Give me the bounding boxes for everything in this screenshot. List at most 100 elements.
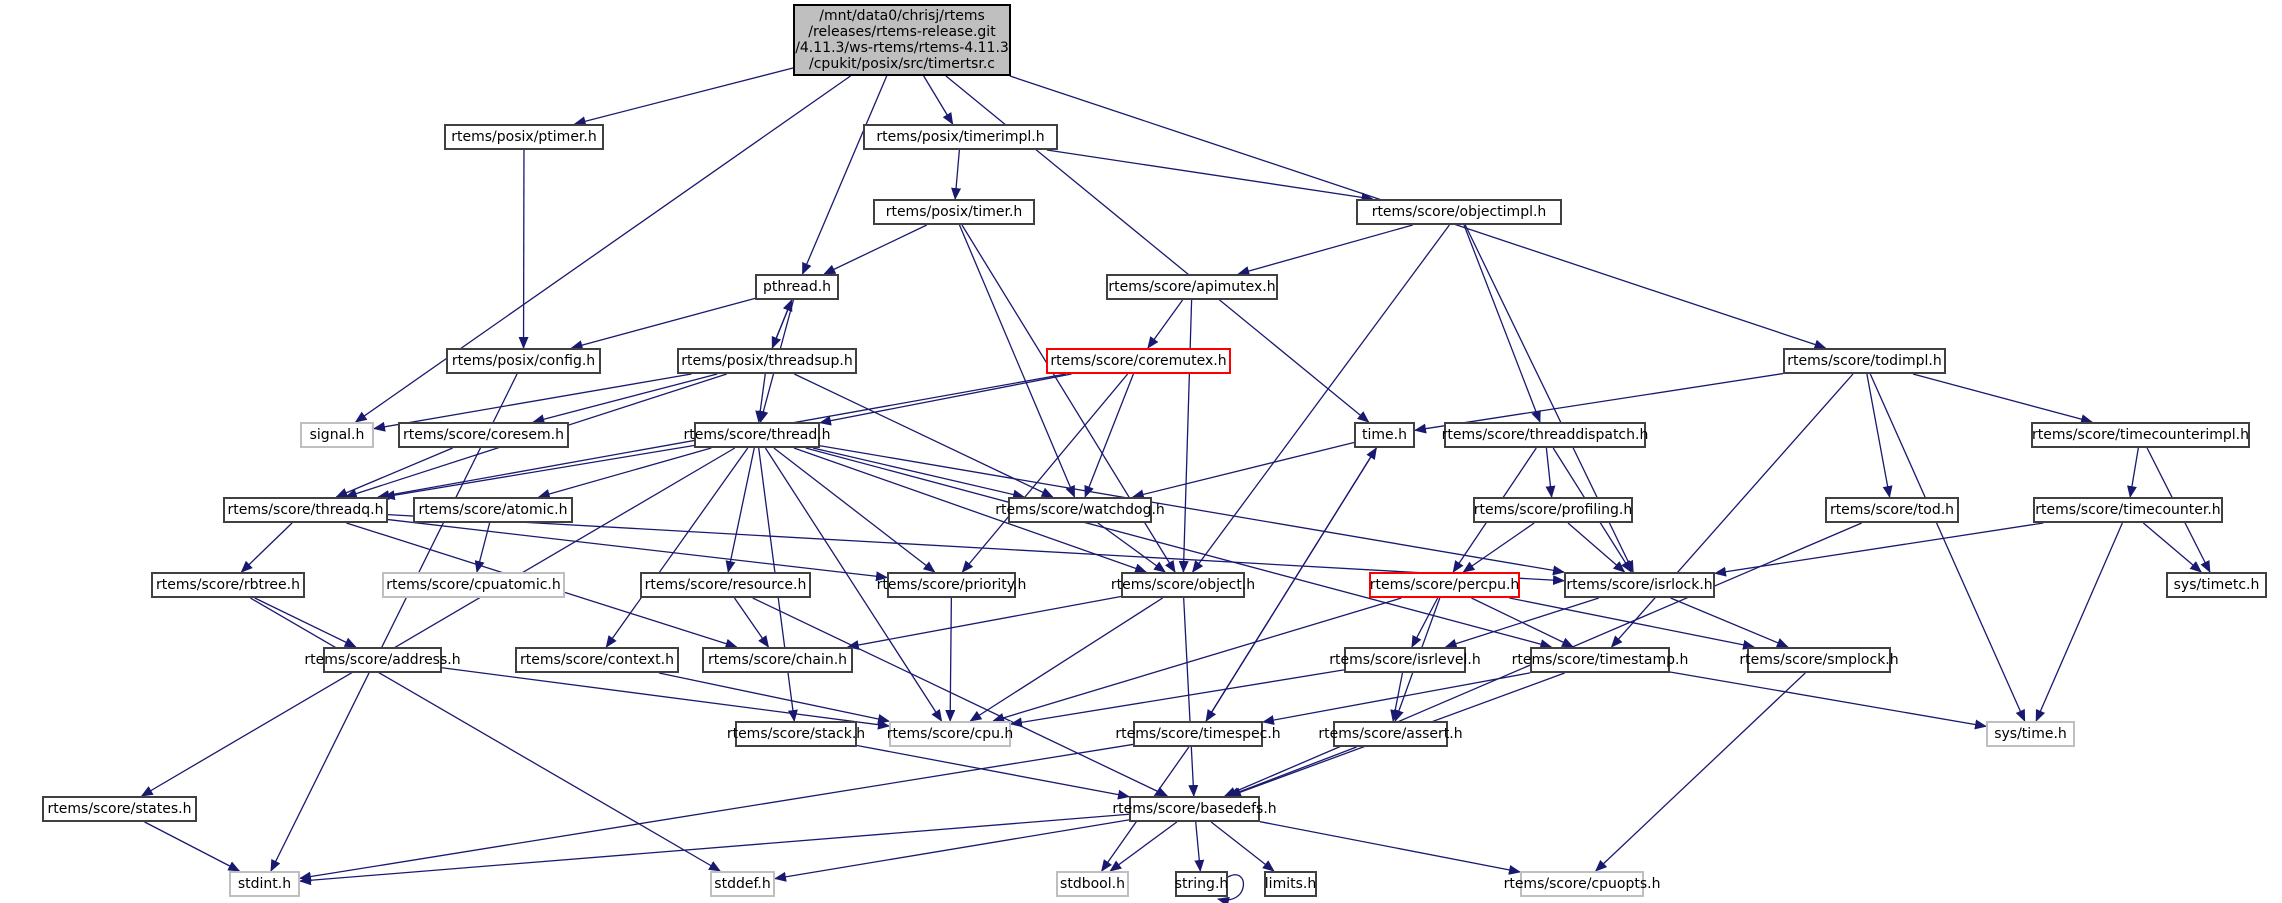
edge-todimpl-to-systime xyxy=(1869,373,2026,722)
edge-timerimpl-to-objectimpl xyxy=(1046,149,1374,203)
node-tod[interactable]: rtems/score/tod.h xyxy=(1825,497,1959,523)
node-threadq[interactable]: rtems/score/threadq.h xyxy=(223,497,388,523)
edge-thread-to-watchdog xyxy=(812,447,1025,500)
node-signal[interactable]: signal.h xyxy=(300,422,374,448)
edge-config-to-stdint xyxy=(270,373,518,872)
edge-thread-to-resource xyxy=(725,447,755,573)
edge-threadsup-to-coresem xyxy=(532,373,718,425)
node-thread[interactable]: rtems/score/thread.h xyxy=(683,422,831,448)
node-atomic[interactable]: rtems/score/atomic.h xyxy=(413,497,573,523)
edge-stack-to-basedefs xyxy=(856,744,1130,800)
node-apimutex[interactable]: rtems/score/apimutex.h xyxy=(1106,274,1278,300)
edge-rbtree-to-address xyxy=(254,597,357,648)
node-stringh[interactable]: string.h xyxy=(1175,871,1228,897)
edge-thread-to-priority xyxy=(773,447,936,573)
node-coresem[interactable]: rtems/score/coresem.h xyxy=(398,422,569,448)
root-path-line: /releases/rtems-release.git xyxy=(808,24,996,40)
node-threadsup[interactable]: rtems/posix/threadsup.h xyxy=(677,348,857,374)
node-rbtree[interactable]: rtems/score/rbtree.h xyxy=(151,572,305,598)
edge-profiling-to-isrlock xyxy=(1567,522,1626,573)
edge-address-to-cpu xyxy=(441,667,890,730)
edge-basedefs-to-limits xyxy=(1210,821,1275,872)
node-timerimpl[interactable]: rtems/posix/timerimpl.h xyxy=(863,124,1058,150)
node-stdint[interactable]: stdint.h xyxy=(229,871,300,897)
node-percpu[interactable]: rtems/score/percpu.h xyxy=(1369,572,1520,598)
node-basedefs[interactable]: rtems/score/basedefs.h xyxy=(1112,796,1277,822)
node-priority[interactable]: rtems/score/priority.h xyxy=(877,572,1026,598)
root-path-line: /4.11.3/ws-rtems/rtems-4.11.3 xyxy=(795,40,1009,56)
edge-thread-to-atomic xyxy=(537,447,712,499)
node-todimpl[interactable]: rtems/score/todimpl.h xyxy=(1783,348,1946,374)
edge-timer-to-object xyxy=(961,224,1176,573)
node-timeh[interactable]: time.h xyxy=(1354,422,1415,448)
edge-todimpl-to-timecounterimpl xyxy=(1912,373,2093,424)
edge-percpu-to-smplock xyxy=(1509,597,1756,650)
edge-timespec-to-timeh xyxy=(1205,447,1377,722)
edge-threadsup-to-watchdog xyxy=(794,373,1054,498)
node-pthread[interactable]: pthread.h xyxy=(755,274,839,300)
edge-object-to-cpu xyxy=(969,597,1164,722)
edge-timestamp-to-systime xyxy=(1669,671,1987,730)
edge-thread-to-cpu xyxy=(764,447,943,722)
edge-context-to-cpu xyxy=(658,672,890,724)
node-assert[interactable]: rtems/score/assert.h xyxy=(1318,721,1463,747)
node-timecounterimpl[interactable]: rtems/score/timecounterimpl.h xyxy=(2031,422,2250,448)
edge-basedefs-to-stdint xyxy=(299,813,1130,886)
node-address[interactable]: rtems/score/address.h xyxy=(304,647,461,673)
node-timestamp[interactable]: rtems/score/timestamp.h xyxy=(1512,647,1688,673)
node-isrlock[interactable]: rtems/score/isrlock.h xyxy=(1564,572,1715,598)
node-resource[interactable]: rtems/score/resource.h xyxy=(640,572,811,598)
edge-watchdog-to-object xyxy=(1097,522,1166,573)
edge-resource-to-basedefs xyxy=(752,597,1169,797)
node-context[interactable]: rtems/score/context.h xyxy=(515,647,679,673)
node-stdbool[interactable]: stdbool.h xyxy=(1056,871,1129,897)
edge-thread-to-threadq xyxy=(382,444,695,501)
edge-isrlock-to-isrlevel xyxy=(1444,597,1600,649)
node-stack[interactable]: rtems/score/stack.h xyxy=(727,721,865,747)
edge-timecounter-to-isrlock xyxy=(1714,522,2044,577)
node-cpuopts[interactable]: rtems/score/cpuopts.h xyxy=(1504,871,1660,897)
node-threaddispatch[interactable]: rtems/score/threaddispatch.h xyxy=(1442,422,1648,448)
edge-assert-to-basedefs xyxy=(1227,746,1357,797)
node-object[interactable]: rtems/score/object.h xyxy=(1111,572,1255,598)
node-config[interactable]: rtems/posix/config.h xyxy=(446,348,601,374)
edge-coresem-to-threadq xyxy=(335,447,453,498)
edge-timespec-to-stdint xyxy=(299,743,1134,882)
node-profiling[interactable]: rtems/score/profiling.h xyxy=(1473,497,1633,523)
edge-objectimpl-to-isrlock xyxy=(1464,224,1634,573)
node-timer[interactable]: rtems/posix/timer.h xyxy=(873,199,1035,225)
node-states[interactable]: rtems/score/states.h xyxy=(42,796,197,822)
node-smplock[interactable]: rtems/score/smplock.h xyxy=(1739,647,1899,673)
edge-threadsup-to-thread xyxy=(755,373,766,423)
node-cpu[interactable]: rtems/score/cpu.h xyxy=(887,721,1013,747)
edge-timecounterimpl-to-timecounter xyxy=(2127,447,2139,498)
node-chain[interactable]: rtems/score/chain.h xyxy=(702,647,853,673)
node-coremutex[interactable]: rtems/score/coremutex.h xyxy=(1046,348,1231,374)
node-watchdog[interactable]: rtems/score/watchdog.h xyxy=(995,497,1165,523)
edge-object-to-chain xyxy=(846,595,1122,650)
node-limits[interactable]: limits.h xyxy=(1264,871,1317,897)
edge-thread-to-object xyxy=(793,447,1148,574)
node-cpuatomic[interactable]: rtems/score/cpuatomic.h xyxy=(382,572,565,598)
node-isrlevel[interactable]: rtems/score/isrlevel.h xyxy=(1329,647,1481,673)
edge-timeh-to-watchdog xyxy=(1131,441,1355,500)
node-systime[interactable]: sys/time.h xyxy=(1986,721,2075,747)
edge-basedefs-to-stdbool xyxy=(1109,821,1178,872)
node-timetc[interactable]: sys/timetc.h xyxy=(2166,572,2267,598)
edge-thread-to-states xyxy=(140,447,736,797)
edge-thread-to-context xyxy=(605,447,749,648)
node-stddef[interactable]: stddef.h xyxy=(710,871,775,897)
node-ptimer[interactable]: rtems/posix/ptimer.h xyxy=(444,124,604,150)
edge-thread-to-timestamp xyxy=(805,447,1553,649)
edge-basedefs-to-stddef xyxy=(774,819,1130,882)
edge-stringh-to-stringh xyxy=(1217,874,1245,903)
node-objectimpl[interactable]: rtems/score/objectimpl.h xyxy=(1356,199,1562,225)
edge-timerimpl-to-timer xyxy=(951,149,962,200)
root-path-line: /mnt/data0/chrisj/rtems xyxy=(819,8,985,24)
root-file-node[interactable]: /mnt/data0/chrisj/rtems /releases/rtems-… xyxy=(793,4,1011,76)
node-timespec[interactable]: rtems/score/timespec.h xyxy=(1115,721,1281,747)
edge-profiling-to-percpu xyxy=(1462,522,1535,573)
node-timecounter[interactable]: rtems/score/timecounter.h xyxy=(2033,497,2223,523)
